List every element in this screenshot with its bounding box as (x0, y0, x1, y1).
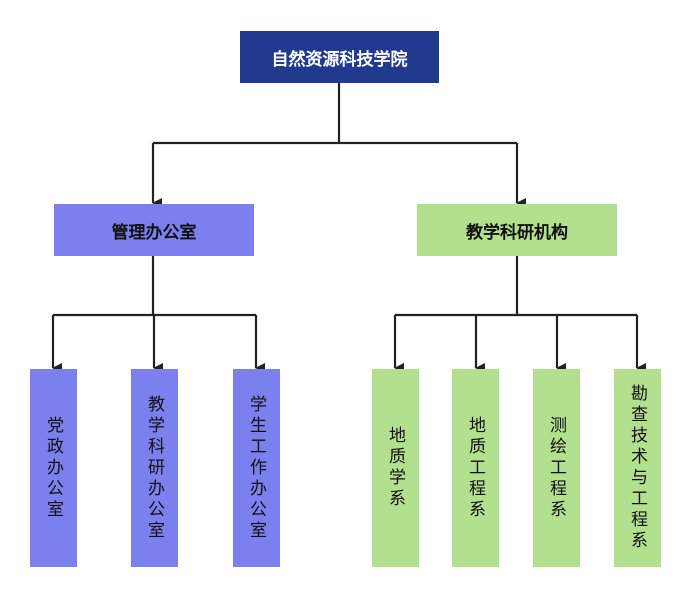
root-node: 自然资源科技学院 (240, 31, 439, 83)
surveying-dept-label: 测绘工程系 (546, 415, 566, 521)
root-label: 自然资源科技学院 (271, 49, 408, 70)
geology-dept-label: 地质学系 (385, 426, 405, 510)
teaching-office-node: 教学科研办公室 (131, 369, 178, 567)
geo-engineering-dept-label: 地质工程系 (465, 415, 485, 521)
student-office-label: 学生工作办公室 (246, 394, 266, 542)
teaching-research-node: 教学科研机构 (417, 204, 617, 256)
teaching-research-label: 教学科研机构 (466, 222, 568, 243)
geo-engineering-dept-node: 地质工程系 (452, 369, 499, 567)
geology-dept-node: 地质学系 (372, 369, 419, 567)
management-node: 管理办公室 (54, 204, 254, 256)
party-office-node: 党政办公室 (30, 369, 77, 567)
student-office-node: 学生工作办公室 (233, 369, 280, 567)
teaching-office-label: 教学科研办公室 (144, 394, 164, 542)
exploration-dept-node: 勘查技术与工程系 (614, 369, 661, 567)
party-office-label: 党政办公室 (43, 415, 63, 521)
management-label: 管理办公室 (111, 222, 197, 243)
surveying-dept-node: 测绘工程系 (533, 369, 580, 567)
exploration-dept-label: 勘查技术与工程系 (627, 384, 647, 552)
